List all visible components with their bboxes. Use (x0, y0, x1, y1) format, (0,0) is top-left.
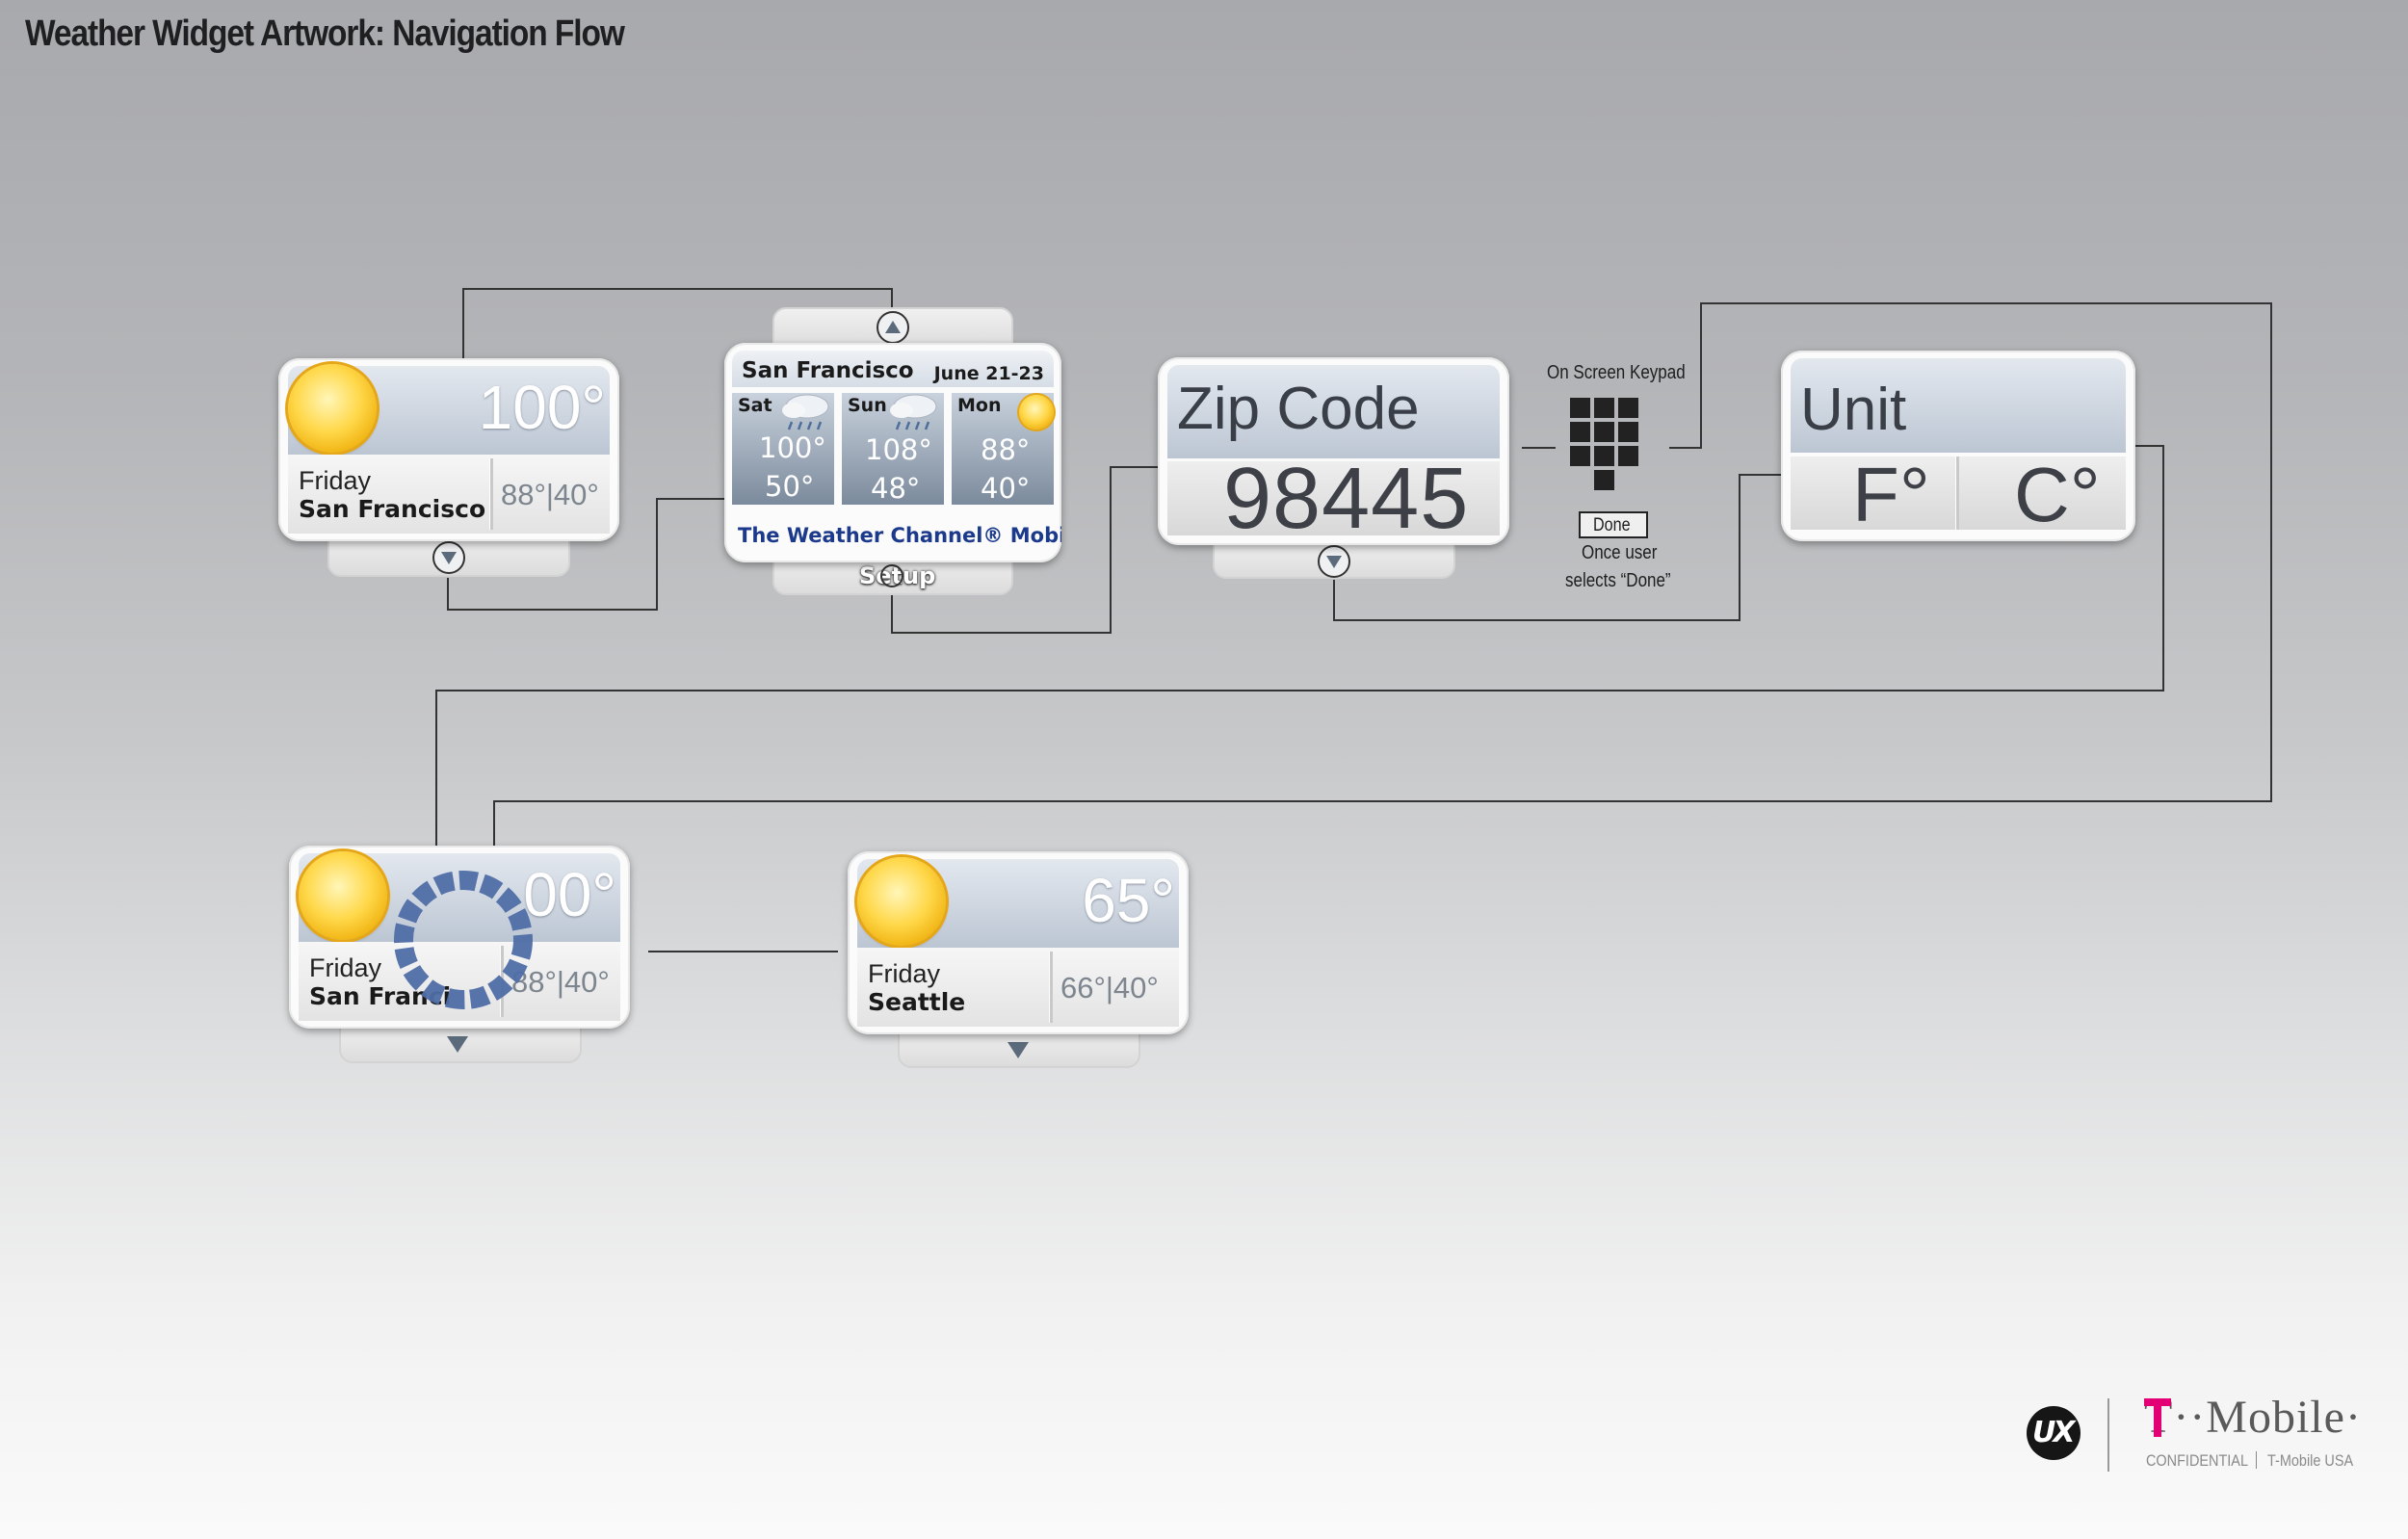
unit-title: Unit (1800, 377, 1907, 443)
zip-value-input[interactable]: 98445 (1223, 451, 1470, 545)
current-temp: 100° (478, 373, 606, 442)
rain-cloud-icon (890, 394, 937, 430)
company-label: T-Mobile USA (2267, 1451, 2354, 1470)
temp-range: 88°|40° (511, 965, 610, 999)
done-button[interactable]: Done (1579, 511, 1648, 538)
tmobile-logo: T··Mobile· (2144, 1392, 2362, 1443)
widget-unit[interactable]: Unit F° C° (1781, 351, 2135, 541)
zip-expand-button[interactable] (1318, 545, 1350, 578)
keypad-title: On Screen Keypad (1547, 362, 1686, 383)
city-label: San Francisco (299, 495, 486, 523)
done-label: Done (1593, 515, 1631, 535)
weather-channel-brand: The Weather Channel® Mobile (738, 524, 1061, 547)
day-label: Friday (299, 466, 372, 495)
widget-seattle[interactable]: 65° Friday Seattle 66°|40° (848, 851, 1189, 1034)
day-label: Friday (868, 959, 941, 988)
keypad-caption-1: Once user (1582, 542, 1658, 563)
day-label: Friday (309, 953, 382, 982)
forecast-low: 48° (871, 472, 921, 505)
footer-divider (2107, 1398, 2109, 1472)
sun-icon (288, 364, 377, 453)
forecast-high: 108° (865, 433, 932, 466)
day-name: Sat (738, 395, 772, 416)
connector-widget-to-forecast-top (462, 288, 893, 367)
sun-icon (857, 857, 946, 946)
current-temp: 65° (1082, 866, 1175, 935)
chevron-down-icon (1326, 556, 1342, 568)
expand-down-button[interactable] (432, 541, 465, 574)
forecast-day-mon: Mon 88° 40° (952, 393, 1054, 505)
connector-zip-to-unit (1333, 474, 1782, 621)
unit-celsius-option[interactable]: C° (2014, 452, 2101, 537)
chevron-down-icon[interactable] (447, 1036, 468, 1053)
forecast-dates: June 21-23 (933, 363, 1044, 384)
sun-icon (299, 851, 387, 940)
forecast-city: San Francisco (742, 358, 914, 383)
forecast-high: 88° (981, 433, 1031, 466)
widget-zip[interactable]: Zip Code 98445 (1158, 357, 1509, 545)
connector-unit-to-loading (435, 445, 2164, 848)
page-title: Weather Widget Artwork: Navigation Flow (25, 13, 625, 54)
widget-current[interactable]: 100° Friday San Francisco 88°|40° (278, 358, 619, 541)
setup-button-circle[interactable] (880, 564, 903, 587)
forecast-low: 40° (981, 472, 1031, 505)
day-name: Sun (848, 395, 887, 416)
temp-range: 66°|40° (1060, 971, 1159, 1004)
connector-setup-to-zip (891, 466, 1161, 634)
keypad-icon[interactable] (1570, 398, 1653, 504)
widget-loading[interactable]: 00° Friday San Franci 88°|40° (289, 846, 630, 1029)
connector-widget-bottom-to-forecast (447, 498, 728, 611)
divider (1049, 952, 1053, 1023)
confidential-label: CONFIDENTIAL (2146, 1451, 2248, 1470)
forecast-day-sat: Sat 100° 50° (732, 393, 834, 505)
widget-forecast[interactable]: San Francisco June 21-23 Sat 100° 50° Su… (724, 343, 1061, 562)
ux-logo: UX (2027, 1406, 2081, 1460)
confidential-separator (2256, 1451, 2257, 1469)
forecast-high: 100° (759, 431, 826, 464)
current-temp: 00° (523, 860, 616, 929)
zip-title: Zip Code (1177, 376, 1420, 442)
tmobile-t-mark (2144, 1398, 2171, 1437)
chevron-up-icon (885, 321, 901, 333)
rain-cloud-icon (782, 394, 829, 430)
temp-range: 88°|40° (501, 478, 599, 511)
chevron-down-icon[interactable] (1008, 1042, 1029, 1058)
divider (489, 458, 493, 530)
city-label: Seattle (868, 988, 966, 1016)
forecast-low: 50° (765, 470, 815, 503)
ux-logo-text: UX (2032, 1416, 2075, 1449)
loading-spinner-icon (394, 871, 533, 1009)
unit-divider (1955, 456, 1959, 530)
keypad-caption-2: selects “Done” (1565, 570, 1671, 591)
chevron-down-icon (441, 552, 457, 564)
sun-icon (1019, 395, 1054, 430)
collapse-up-button[interactable] (877, 311, 909, 344)
connector-keypad-to-loading (493, 302, 2272, 848)
day-name: Mon (957, 395, 1002, 416)
unit-fahrenheit-option[interactable]: F° (1852, 452, 1930, 537)
forecast-day-sun: Sun 108° 48° (842, 393, 944, 505)
